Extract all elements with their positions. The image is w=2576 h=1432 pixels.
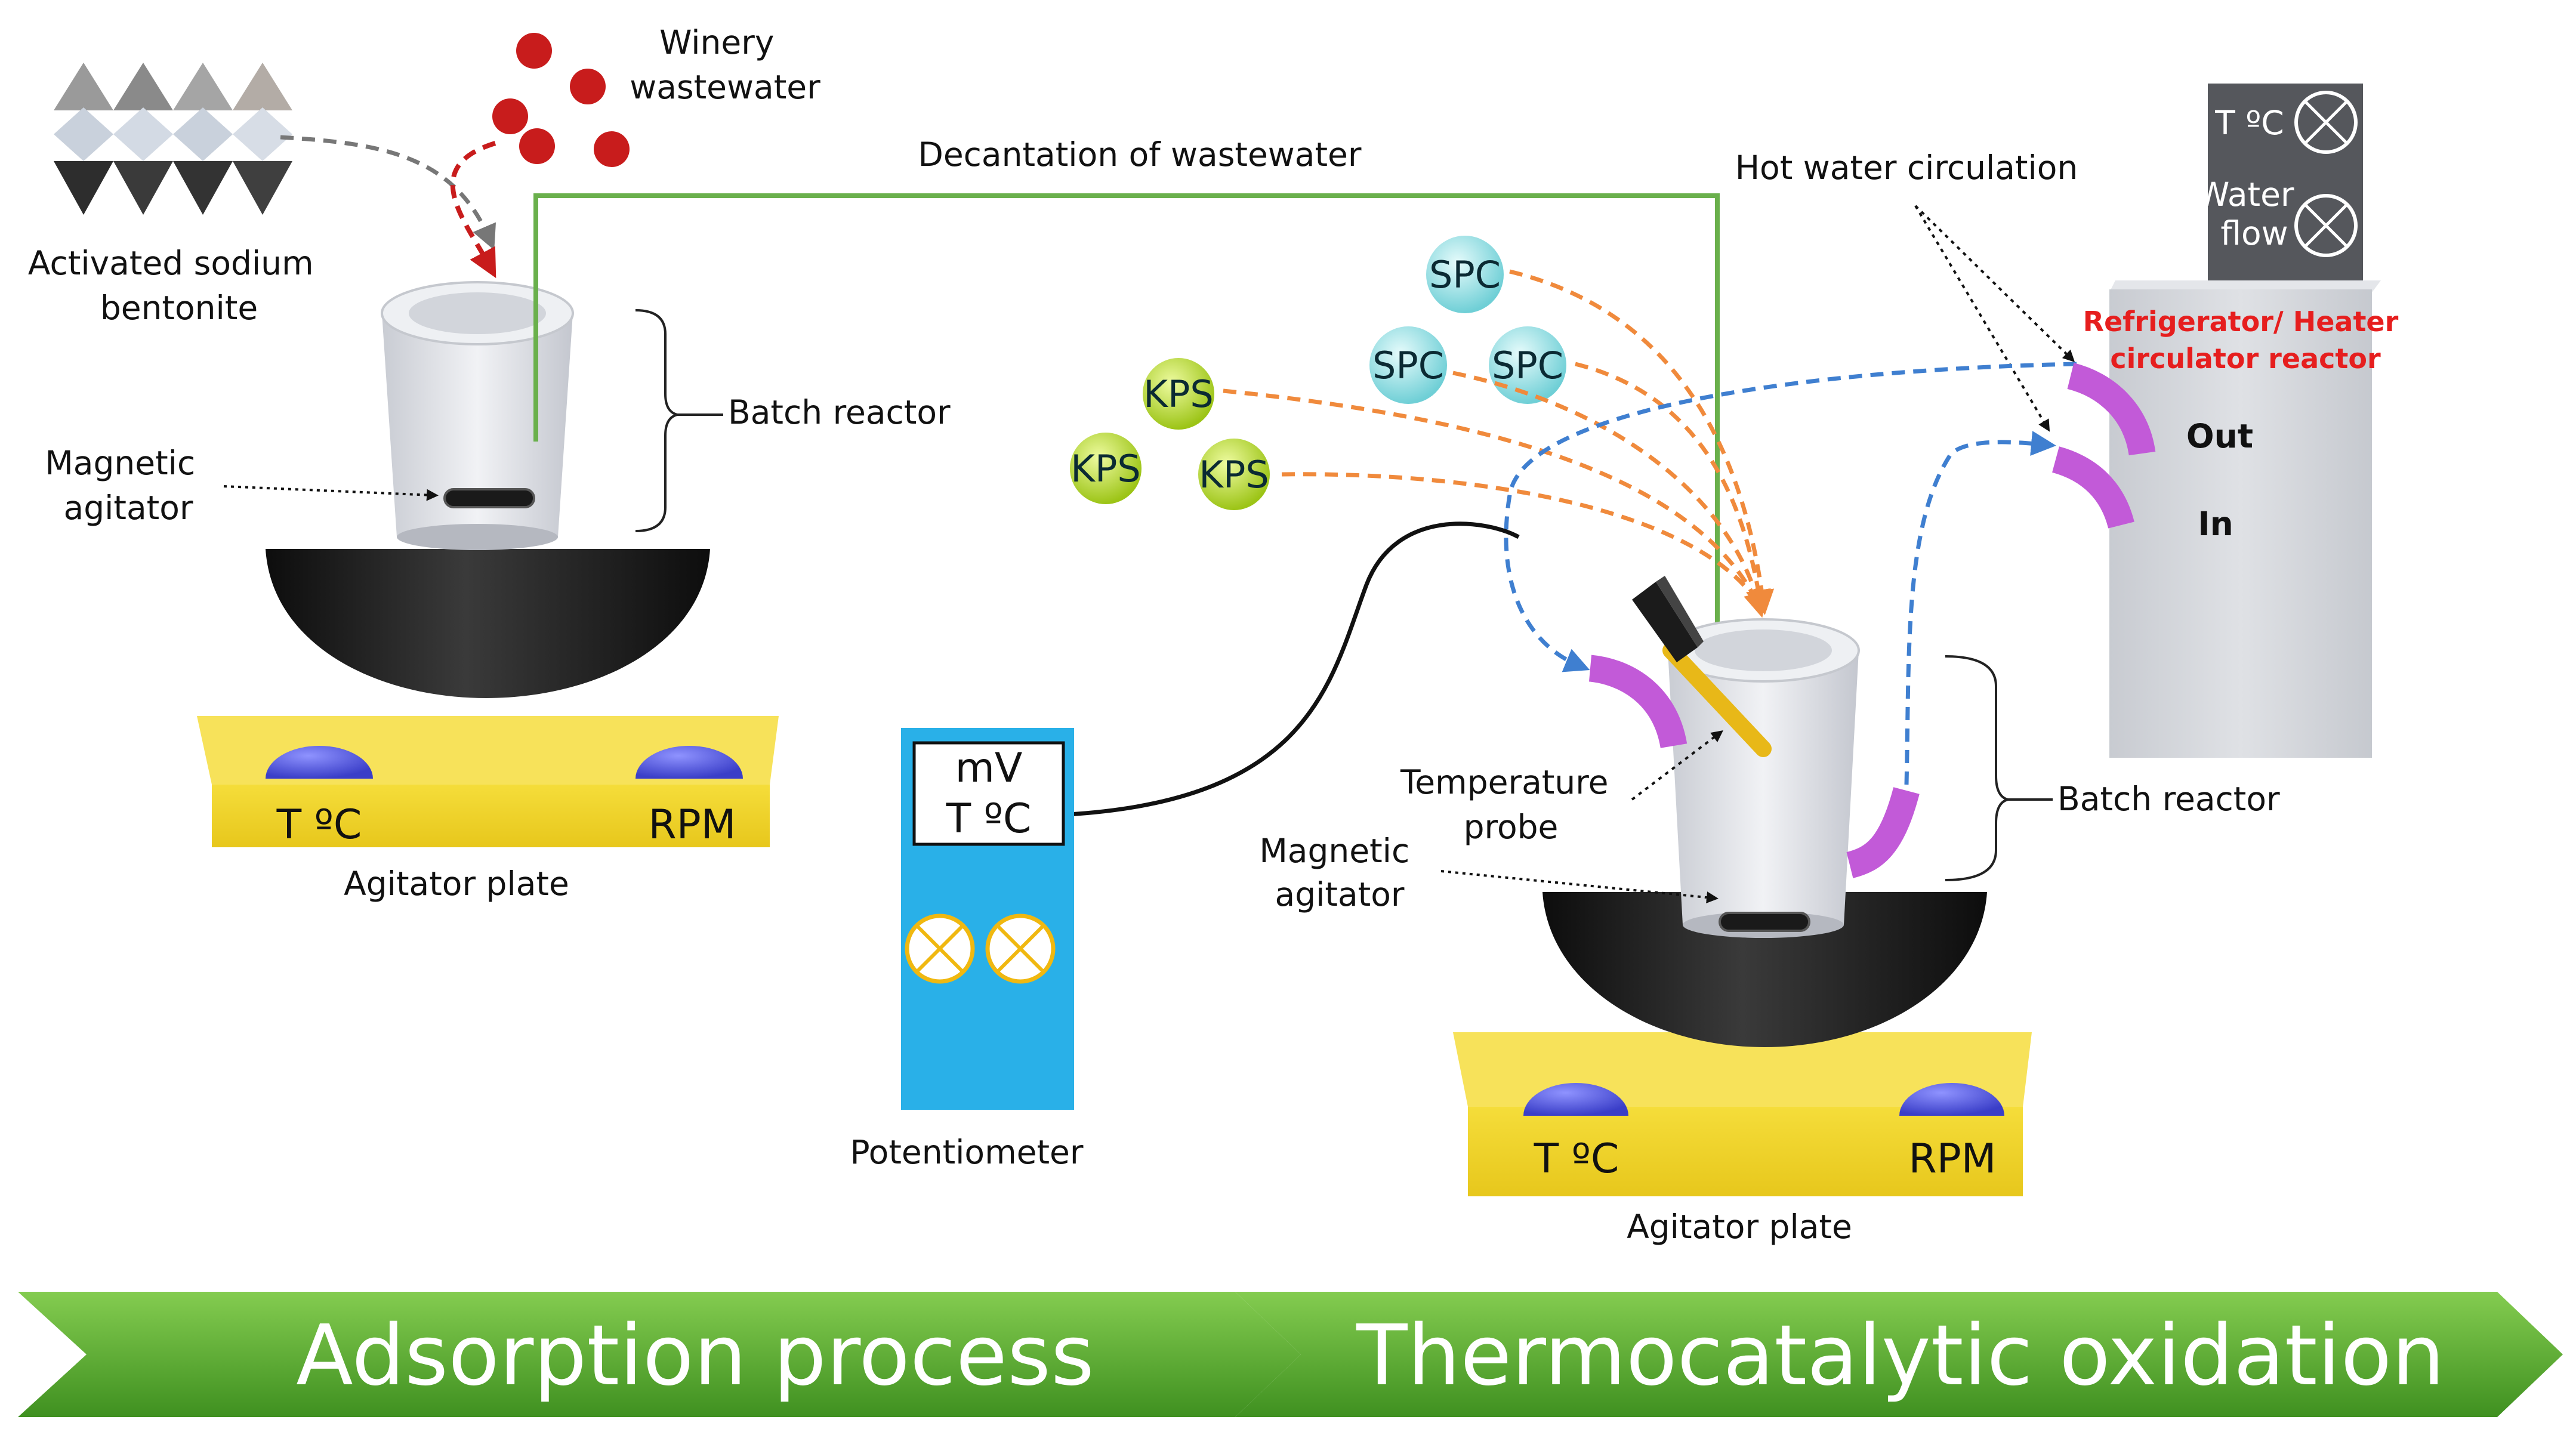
left-batch-reactor (381, 281, 574, 550)
right-temp-knob[interactable] (1523, 1083, 1628, 1116)
decantation-line (533, 193, 1720, 647)
hot-water-leaders (1914, 205, 2075, 432)
left-batch-reactor-label: Batch reactor (728, 393, 951, 431)
left-reactor-brace (635, 309, 678, 532)
right-stirrer-bowl (1542, 892, 1987, 1047)
potentiometer-label: Potentiometer (850, 1133, 1083, 1171)
right-reactor-brace (1945, 655, 2009, 881)
winery-label: Winery wastewater (630, 23, 820, 106)
circulator-temp-dial-icon[interactable] (2294, 91, 2358, 154)
temperature-probe-leader (1631, 730, 1723, 801)
left-rpm-knob[interactable] (635, 746, 743, 779)
circulator-flow-dial-icon[interactable] (2294, 194, 2358, 257)
temperature-probe-label: Temperature probe (1400, 763, 1619, 846)
right-plate-rpm-label: RPM (1909, 1135, 1997, 1183)
wastewater-arrow (450, 141, 496, 279)
svg-text:KPS: KPS (1143, 372, 1213, 416)
potentiometer-display (912, 741, 1065, 846)
circulator-control-panel (2208, 84, 2363, 280)
potentiometer-mv-label: mV (955, 745, 1023, 792)
left-magnetic-leader (223, 485, 439, 501)
circulator-in-port (2051, 446, 2134, 529)
left-agitator-plate-label: Agitator plate (344, 865, 569, 903)
bentonite-label: Activated sodium bentonite (28, 244, 324, 327)
right-agitator-plate-label: Agitator plate (1627, 1208, 1852, 1246)
right-batch-reactor (1667, 618, 1860, 938)
left-stirrer-bowl (266, 549, 710, 698)
kps-reagents: KPS KPS KPS (1070, 358, 1270, 510)
potentiometer-temp-label: T ºC (946, 795, 1032, 842)
circulator-water-flow-label: Water flow (2197, 175, 2304, 252)
circulator-out-label: Out (2186, 417, 2253, 455)
hot-water-out-arrow (1504, 362, 2077, 672)
right-reactor-inlet-tube (1588, 655, 1687, 749)
hot-water-label: Hot water circulation (1735, 149, 2078, 187)
left-plate-rpm-label: RPM (649, 801, 736, 848)
circulator-reactor (2109, 280, 2381, 758)
svg-text:SPC: SPC (1492, 344, 1563, 387)
right-rpm-knob[interactable] (1899, 1083, 2004, 1116)
left-stir-bar (443, 488, 535, 508)
left-temp-knob[interactable] (266, 746, 373, 779)
potentiometer-dial-2-icon[interactable] (985, 913, 1056, 984)
circulator-in-label: In (2198, 505, 2233, 543)
adsorption-process-label: Adsorption process (296, 1307, 1094, 1405)
bentonite-crystals-icon (54, 63, 292, 215)
circulator-title: Refrigerator/ Heater circulator reactor (2083, 305, 2408, 375)
temperature-probe-icon (1632, 576, 1772, 757)
right-magnetic-leader (1440, 870, 1719, 903)
bentonite-arrow (280, 135, 496, 251)
right-magnetic-label: Magnetic agitator (1259, 832, 1420, 913)
thermocatalytic-oxidation-label: Thermocatalytic oxidation (1356, 1307, 2445, 1405)
left-plate-temp-label: T ºC (276, 801, 362, 848)
right-batch-reactor-label: Batch reactor (2057, 780, 2280, 818)
svg-text:KPS: KPS (1070, 447, 1140, 490)
circulator-temp-label: T ºC (2214, 104, 2284, 142)
decantation-label: Decantation of wastewater (918, 135, 1361, 174)
circulator-out-port (2066, 363, 2156, 456)
hot-water-in-arrow (1904, 431, 2056, 785)
reagent-arrows (1223, 269, 1775, 618)
right-plate-temp-label: T ºC (1534, 1135, 1619, 1183)
left-magnetic-label: Magnetic agitator (45, 444, 205, 527)
right-reactor-outlet-tube (1846, 787, 1920, 878)
spc-reagents: SPC SPC SPC (1369, 236, 1566, 404)
wastewater-drops-icon (492, 33, 630, 167)
svg-text:SPC: SPC (1429, 253, 1501, 297)
process-banner (18, 1292, 2563, 1417)
svg-text:SPC: SPC (1372, 344, 1444, 387)
svg-text:KPS: KPS (1199, 453, 1269, 496)
probe-cable (1068, 521, 1520, 817)
right-stir-bar (1719, 912, 1810, 932)
potentiometer-dial-1-icon[interactable] (905, 913, 975, 984)
